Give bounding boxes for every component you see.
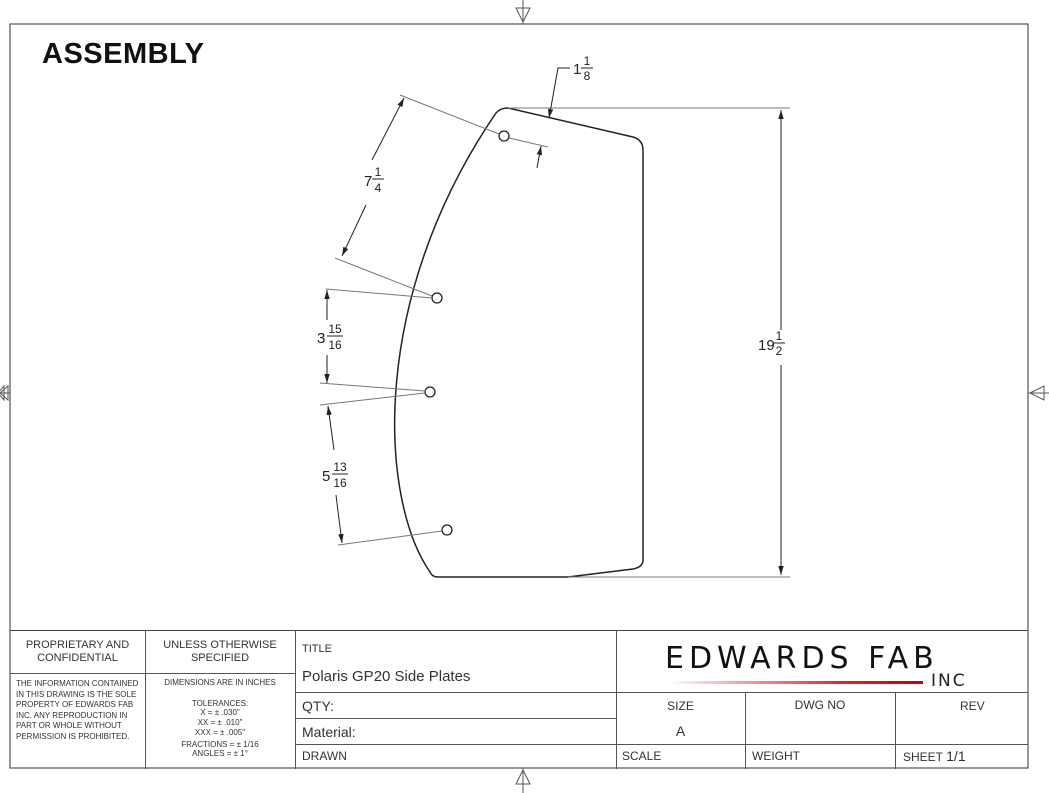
dim-top-hole-spacing-label: 7 1 4 [364,165,384,195]
title-block: PROPRIETARY AND CONFIDENTIAL THE INFORMA… [10,630,1028,769]
dim-whole: 19 [758,337,775,354]
size-value: A [675,723,686,739]
proprietary-heading: PROPRIETARY AND CONFIDENTIAL [25,639,130,664]
dim-whole: 3 [317,330,325,347]
drawn-label: DRAWN [302,749,347,763]
title-label: TITLE [302,643,332,655]
tolerances-label: TOLERANCES: [191,699,249,708]
tolerance-xx: XX = ± .010" [197,718,243,727]
qty-label: QTY: [302,698,334,714]
center-mark-bottom [515,768,531,793]
dim-whole: 1 [573,61,581,78]
sheet-label-text: SHEET [903,750,943,764]
sheet-value: 1/1 [946,748,966,764]
size-label: SIZE [667,699,694,713]
dim-denominator: 16 [328,338,342,352]
tolerance-x: X = ± .030" [200,708,240,717]
hole-4 [441,524,453,536]
dim-numerator: 1 [776,329,783,343]
tolerance-xxx: XXX = ± .005" [194,728,246,737]
sheet-label: SHEET 1/1 [903,748,966,764]
material-label: Material: [302,724,356,740]
hole-3 [424,386,436,398]
tolerance-fractions: FRACTIONS = ± 1/16 [181,740,259,749]
company-logo: EDWARDS FAB INC [655,641,985,691]
side-plate-outline [393,107,644,578]
center-mark-left [0,384,10,402]
dim-bottom-hole-spacing-label: 5 13 16 [322,460,348,490]
logo-suffix: INC [931,671,967,691]
unless-specified-heading: UNLESS OTHERWISE SPECIFIED [163,639,277,664]
dim-numerator: 1 [584,54,591,68]
sheet-border [9,23,1029,769]
dim-middle-hole-spacing-label: 3 15 16 [317,322,343,352]
dim-top-edge-offset-label: 1 1 8 [573,54,593,83]
weight-label: WEIGHT [752,749,800,763]
center-mark-right [1028,385,1049,401]
extension-lines [319,94,790,578]
dim-denominator: 16 [333,476,347,490]
dim-numerator: 13 [333,460,347,474]
dim-whole: 7 [364,173,372,190]
dim-height-label: 19 1 2 [758,329,785,358]
dim-numerator: 1 [375,165,382,179]
center-mark-top [515,0,531,24]
proprietary-text: THE INFORMATION CONTAINED IN THIS DRAWIN… [16,679,139,741]
rev-label: REV [960,699,985,713]
drawing-heading: ASSEMBLY [42,38,205,70]
dimensions-note: DIMENSIONS ARE IN INCHES [164,678,276,687]
dim-denominator: 4 [375,181,382,195]
scale-label: SCALE [622,749,662,763]
tolerance-angles: ANGLES = ± 1° [192,749,248,758]
dimension-lines [324,67,784,575]
dim-denominator: 8 [584,69,591,83]
logo-accent-line [667,681,923,684]
title-value: Polaris GP20 Side Plates [302,668,471,685]
mounting-holes [424,130,510,536]
dwg-no-label: DWG NO [794,698,846,712]
logo-name: EDWARDS FAB [665,641,939,676]
hole-2 [431,292,443,304]
dim-numerator: 15 [328,322,342,336]
dim-whole: 5 [322,468,330,485]
dim-denominator: 2 [776,344,783,358]
hole-1 [498,130,510,142]
